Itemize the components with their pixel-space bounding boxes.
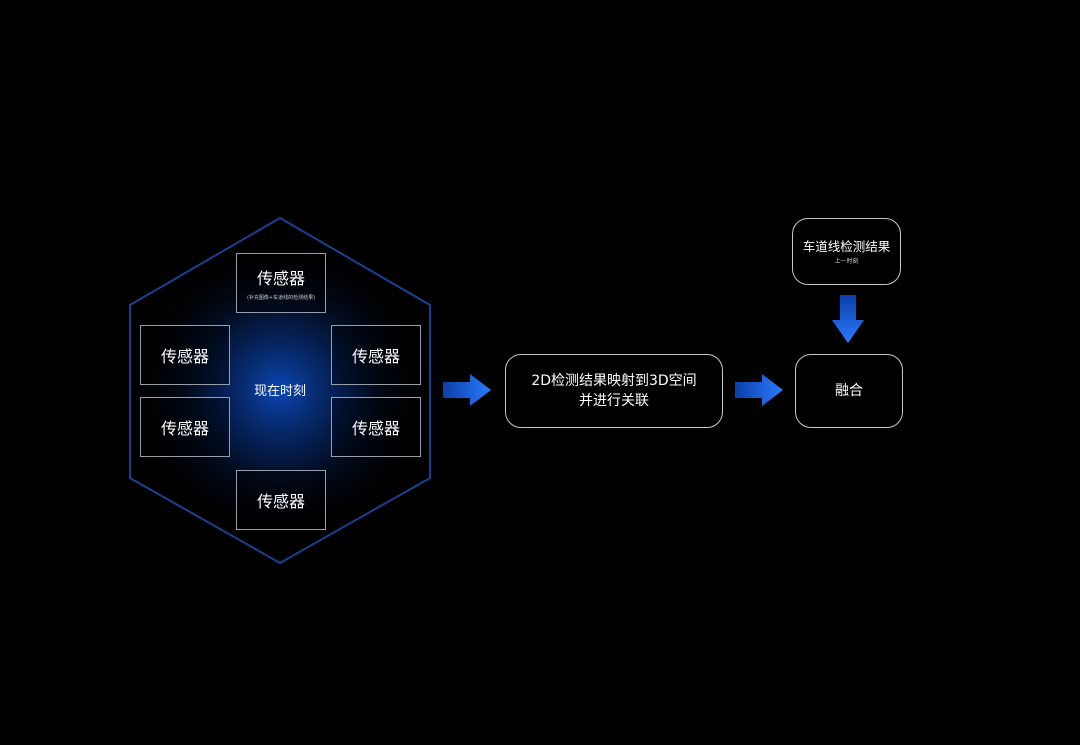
sensor-label: 传感器 — [160, 347, 209, 366]
fusion-label: 融合 — [835, 383, 863, 399]
arrow-right-icon — [735, 374, 783, 406]
mapping-line2: 并进行关联 — [579, 393, 649, 409]
mapping-line1: 2D检测结果映射到3D空间 — [531, 373, 697, 389]
sensor-box: 传感器 — [331, 397, 421, 457]
sensor-box: 传感器 (补充图像+车道线的检测结果) — [236, 253, 326, 313]
lane-result-label: 车道线检测结果 — [802, 238, 891, 254]
hexagon — [129, 216, 431, 565]
sensor-box: 传感器 — [140, 325, 230, 385]
sensor-label: 传感器 — [351, 419, 400, 438]
previous-moment-note: 上一时刻 — [834, 257, 859, 265]
mapping-box: 2D检测结果映射到3D空间 并进行关联 — [505, 354, 723, 428]
sensor-note: (补充图像+车道线的检测结果) — [246, 295, 316, 301]
sensor-label: 传感器 — [351, 347, 400, 366]
sensor-label: 传感器 — [160, 419, 209, 438]
fusion-box: 融合 — [795, 354, 903, 428]
arrow-down-icon — [832, 295, 864, 343]
sensor-label: 传感器 — [256, 269, 305, 288]
current-moment-label: 现在时刻 — [253, 384, 306, 399]
sensor-label: 传感器 — [256, 492, 305, 511]
lane-result-box: 车道线检测结果 上一时刻 — [792, 218, 901, 285]
sensor-box: 传感器 — [236, 470, 326, 530]
arrow-right-icon — [443, 374, 491, 406]
sensor-box: 传感器 — [140, 397, 230, 457]
sensor-box: 传感器 — [331, 325, 421, 385]
